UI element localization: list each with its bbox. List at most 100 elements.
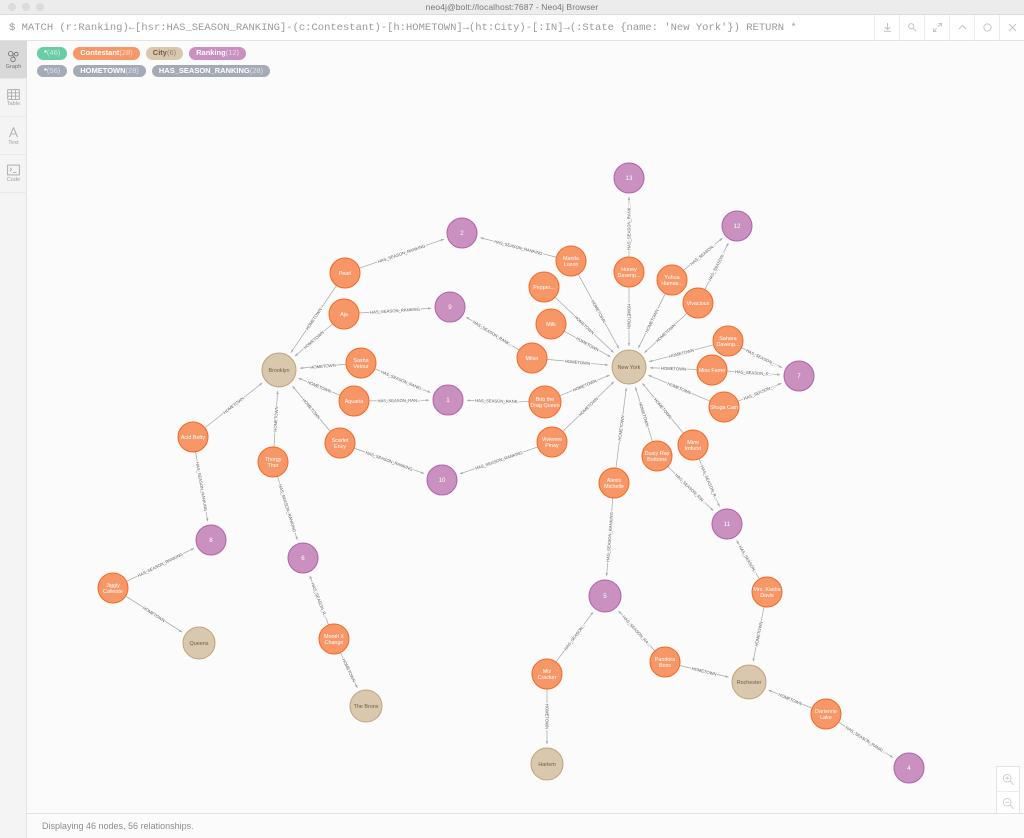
graph-edge[interactable] (368, 398, 430, 402)
graph-edge[interactable] (459, 446, 538, 475)
graph-node[interactable]: Aja (328, 298, 360, 330)
graph-node[interactable]: Pepper... (528, 271, 560, 303)
graph-edge[interactable] (273, 390, 279, 448)
zoom-out-button[interactable] (997, 791, 1019, 815)
graph-edge[interactable] (555, 611, 594, 663)
graph-node[interactable]: Acid Betty (177, 421, 209, 453)
graph-edge[interactable] (559, 374, 610, 397)
graph-edge[interactable] (752, 606, 765, 662)
graph-node[interactable]: 4 (893, 752, 925, 784)
close-window-button[interactable] (8, 3, 16, 11)
graph-edge[interactable] (298, 377, 341, 396)
graph-edge[interactable] (637, 293, 666, 349)
graph-edge[interactable] (577, 273, 620, 349)
close-icon[interactable] (999, 14, 1024, 41)
graph-edge[interactable] (736, 540, 760, 580)
graph-edge[interactable] (563, 330, 611, 358)
graph-edge[interactable] (679, 665, 729, 678)
sidebar-item-code[interactable]: Code (0, 155, 27, 193)
graph-edge[interactable] (726, 370, 781, 376)
sidebar-item-table[interactable]: Table (0, 79, 27, 117)
graph-node[interactable]: Milk (535, 308, 567, 340)
graph-edge[interactable] (648, 374, 711, 402)
maximize-window-button[interactable] (36, 3, 44, 11)
legend-rel-chip-[interactable]: *(56) (37, 64, 68, 77)
graph-edge[interactable] (374, 368, 431, 393)
collapse-icon[interactable] (949, 14, 974, 41)
graph-edge[interactable] (204, 382, 263, 429)
graph-edge[interactable] (299, 363, 347, 370)
graph-node[interactable]: SaharaDavenp... (712, 325, 744, 357)
graph-edge[interactable] (125, 595, 183, 633)
graph-node[interactable]: 2 (446, 217, 478, 249)
graph-edge[interactable] (309, 575, 329, 626)
graph-edge[interactable] (605, 497, 614, 577)
graph-node[interactable]: The Bronx (349, 689, 383, 723)
zoom-in-button[interactable] (997, 767, 1019, 791)
expand-icon[interactable] (924, 14, 949, 41)
graph-edge[interactable] (466, 399, 530, 403)
legend-node-chip-ranking[interactable]: Ranking(12) (189, 47, 247, 60)
graph-edge[interactable] (340, 652, 358, 689)
graph-edge[interactable] (353, 447, 425, 474)
graph-edge[interactable] (618, 610, 656, 652)
graph-edge[interactable] (634, 386, 653, 442)
query-input[interactable]: $ MATCH (r:Ranking)←[hsr:HAS_SEASON_RANK… (0, 22, 874, 34)
graph-edge[interactable] (562, 381, 615, 432)
graph-edge[interactable] (290, 285, 337, 353)
graph-edge[interactable] (358, 307, 432, 314)
graph-node[interactable]: 12 (721, 210, 753, 242)
graph-node[interactable]: 8 (195, 524, 227, 556)
sidebar-item-text[interactable]: Text (0, 117, 27, 155)
graph-node[interactable]: 7 (783, 360, 815, 392)
zoom-controls[interactable] (996, 766, 1020, 816)
graph-edge[interactable] (741, 347, 783, 368)
graph-node[interactable]: 5 (588, 579, 622, 613)
graph-node[interactable]: Milan (516, 342, 548, 374)
graph-edge[interactable] (649, 344, 714, 363)
graph-edge[interactable] (644, 312, 688, 353)
graph-edge[interactable] (359, 238, 445, 269)
legend-rel-chip-hometown[interactable]: HOMETOWN(28) (73, 64, 146, 77)
graph-edge[interactable] (126, 548, 195, 582)
pin-icon[interactable] (899, 14, 924, 41)
graph-node[interactable]: 6 (287, 542, 319, 574)
graph-node[interactable]: 13 (613, 162, 645, 194)
download-icon[interactable] (874, 14, 899, 41)
graph-edge[interactable] (698, 458, 720, 507)
graph-node[interactable]: New York (611, 349, 647, 385)
graph-edge[interactable] (546, 359, 609, 367)
legend-node-chip-contestant[interactable]: Contestant(28) (73, 47, 140, 60)
graph-node[interactable]: HoneyDavenp... (613, 256, 645, 288)
sidebar-item-graph[interactable]: Graph (0, 41, 27, 79)
legend-node-chip-city[interactable]: City(6) (145, 47, 184, 60)
graph-node[interactable]: YuhuaHamas... (656, 264, 688, 296)
graph-edge[interactable] (465, 316, 520, 351)
window-controls[interactable] (8, 3, 44, 11)
legend-node-chip-[interactable]: *(46) (37, 47, 68, 60)
graph-node[interactable]: Rochester (731, 664, 767, 700)
graph-edge[interactable] (277, 476, 298, 540)
graph-edge[interactable] (615, 387, 628, 469)
graph-node[interactable]: Harlem (530, 747, 564, 781)
graph-edge[interactable] (649, 366, 698, 370)
graph-edge[interactable] (554, 297, 614, 353)
graph-node[interactable]: 10 (426, 464, 458, 496)
graph-edge[interactable] (737, 382, 782, 402)
minimize-window-button[interactable] (22, 3, 30, 11)
